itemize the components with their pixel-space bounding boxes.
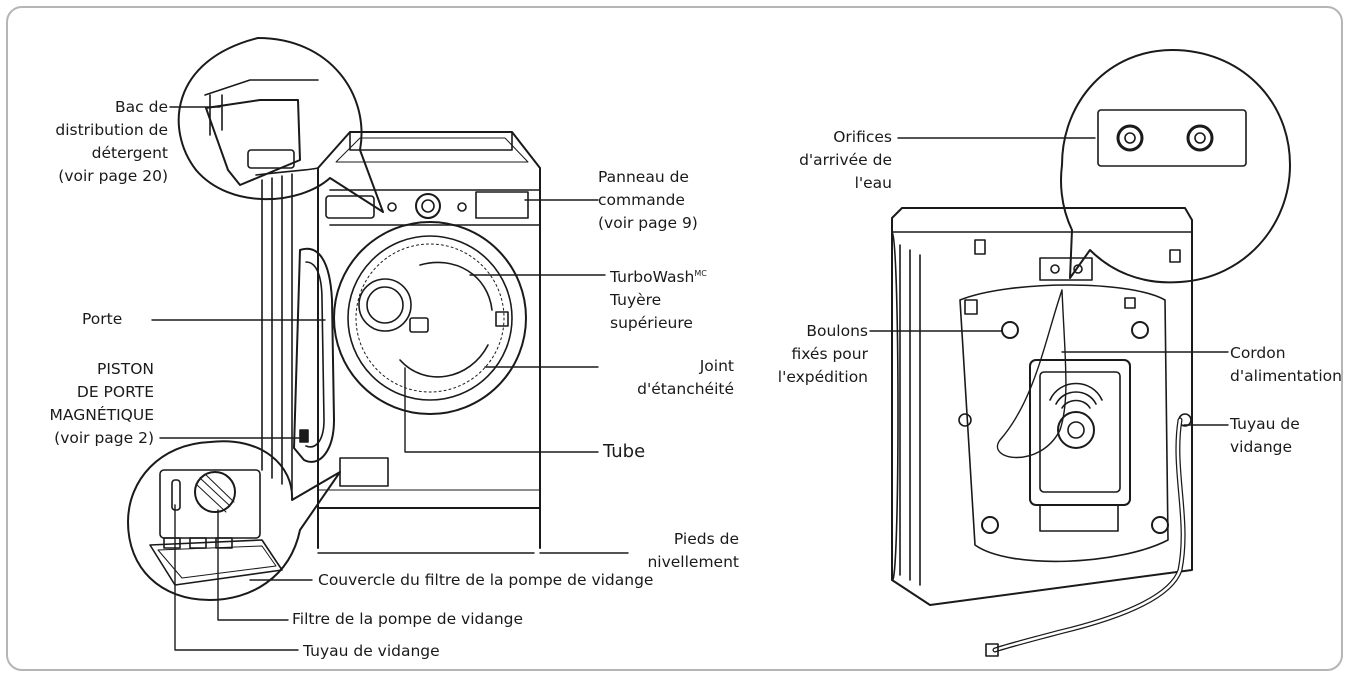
gasket-label: Joint d'étanchéité (637, 355, 734, 401)
water-inlets-line-3: l'eau (854, 174, 892, 192)
piston-line-4: (voir page 2) (54, 429, 154, 447)
control-panel-line-1: Panneau de (598, 168, 689, 186)
leveling-feet-label: Pieds de nivellement (647, 528, 739, 574)
shipping-bolts-line-2: fixés pour (791, 345, 868, 363)
door-label: Porte (82, 310, 123, 328)
back-drain-hose-line-1: Tuyau de (1230, 415, 1300, 433)
back-drain-hose-line-2: vidange (1230, 438, 1293, 456)
front-drain-hose-label: Tuyau de vidange (303, 642, 440, 660)
diagram-frame (6, 6, 1343, 671)
water-inlets-line-1: Orifices (833, 128, 892, 146)
shipping-bolts-label: Boulons fixés pour l'expédition (778, 320, 868, 389)
power-cord-line-1: Cordon (1230, 344, 1286, 362)
door-opening (333, 221, 527, 415)
control-panel-line-3: (voir page 9) (598, 214, 698, 232)
power-cord-line-2: d'alimentation (1230, 367, 1342, 385)
leader-lines (151, 106, 1229, 651)
filter-cover-label: Couvercle du filtre de la pompe de vidan… (318, 571, 654, 589)
turbowash-line-2: Tuyère (610, 291, 662, 310)
dispenser-line-1: Bac de (115, 98, 168, 116)
piston-label: PISTON DE PORTE MAGNÉTIQUE (voir page 2) (50, 358, 154, 450)
water-inlets-line-2: d'arrivée de (799, 151, 892, 169)
leveling-feet-line-1: Pieds de (673, 530, 739, 548)
front-washer (127, 37, 541, 601)
back-drain-hose-label: Tuyau de vidange (1230, 413, 1300, 459)
turbowash-label: TurboWashMC Tuyère supérieure (610, 262, 707, 335)
pump-filter-label: Filtre de la pompe de vidange (292, 610, 524, 628)
control-panel-line-2: commande (598, 191, 685, 209)
control-display (475, 191, 529, 219)
control-panel-label: Panneau de commande (voir page 9) (598, 166, 698, 235)
dispenser-line-2: distribution de (55, 121, 168, 139)
turbowash-superscript: MC (694, 269, 707, 278)
turbowash-name: TurboWash (610, 268, 695, 287)
shipping-bolts-line-1: Boulons (806, 322, 868, 340)
water-inlets-label: Orifices d'arrivée de l'eau (799, 126, 892, 195)
tub-label: Tube (603, 441, 646, 462)
gasket-line-1: Joint (699, 357, 734, 375)
control-knob (415, 193, 441, 219)
piston-line-1: PISTON (96, 360, 154, 378)
leveling-feet-line-2: nivellement (647, 553, 739, 571)
power-cord-label: Cordon d'alimentation (1230, 342, 1342, 388)
dispenser-label: Bac de distribution de détergent (voir p… (55, 96, 168, 188)
filter-access-panel (339, 457, 389, 487)
turbowash-line-3: supérieure (610, 314, 693, 333)
dispenser-line-4: (voir page 20) (58, 167, 168, 185)
magnetic-plunger (299, 429, 309, 443)
drum (355, 243, 505, 393)
dispenser-line-3: détergent (91, 144, 168, 162)
back-washer (891, 49, 1291, 657)
shipping-bolts-line-3: l'expédition (777, 368, 868, 386)
piston-line-3: MAGNÉTIQUE (49, 406, 154, 424)
piston-line-2: DE PORTE (76, 383, 154, 401)
gasket-line-2: d'étanchéité (637, 380, 734, 398)
door (293, 247, 335, 463)
dispenser-drawer-front (325, 195, 375, 219)
turbowash-line-1: TurboWashMC (610, 262, 707, 289)
